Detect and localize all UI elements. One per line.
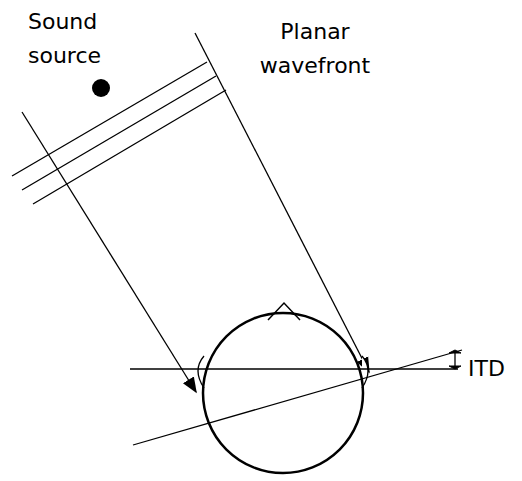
itd-label: ITD (468, 352, 505, 386)
propagation-arrows (22, 33, 369, 392)
head (198, 303, 368, 473)
itd-dimension (454, 353, 455, 366)
itd-dimension-heads (449, 350, 461, 369)
wavefront-lines (12, 62, 226, 204)
source-label: Sound source (28, 5, 128, 73)
sound-source-dot (92, 79, 110, 97)
wavefront-label: Planar wavefront (240, 15, 390, 83)
ear-axis-lines (130, 350, 462, 445)
